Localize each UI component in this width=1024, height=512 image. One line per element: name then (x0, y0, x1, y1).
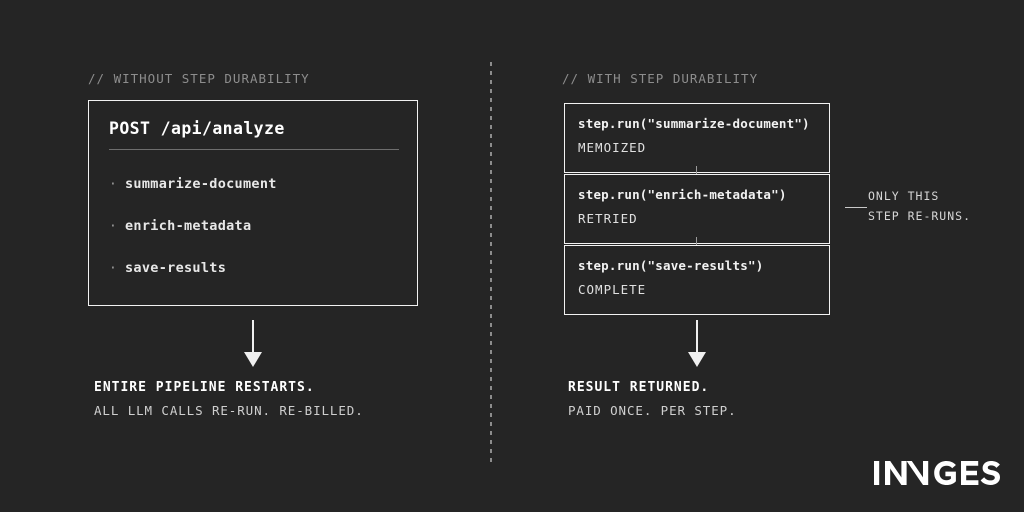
arrow-head (244, 352, 262, 367)
right-outcome-caption: RESULT RETURNED. PAID ONCE. PER STEP. (568, 380, 737, 418)
caption-headline: ENTIRE PIPELINE RESTARTS. (94, 380, 315, 395)
list-item: · save-results (109, 247, 399, 289)
step-call-label: step.run("summarize-document") (578, 116, 810, 131)
left-outcome-caption: ENTIRE PIPELINE RESTARTS. ALL LLM CALLS … (94, 380, 364, 418)
list-item-label: save-results (125, 260, 227, 276)
dotted-divider (490, 62, 492, 462)
down-arrow-icon (685, 320, 709, 368)
step-box-save-results: step.run("save-results") COMPLETE (564, 245, 830, 315)
status-badge: COMPLETE (578, 282, 647, 297)
monolith-request-box: POST /api/analyze · summarize-document ·… (88, 100, 418, 306)
step-connector (696, 237, 698, 245)
inngest-logo (874, 458, 1000, 488)
bullet-dot-icon: · (109, 176, 117, 192)
monolith-title-divider (109, 149, 399, 150)
callout-line-2: STEP RE-RUNS. (868, 209, 972, 223)
status-badge: RETRIED (578, 211, 638, 226)
list-item-label: enrich-metadata (125, 218, 252, 234)
right-section-comment: // WITH STEP DURABILITY (562, 71, 759, 86)
step-box-enrich-metadata: step.run("enrich-metadata") RETRIED (564, 174, 830, 244)
callout-line-1: ONLY THIS (868, 189, 940, 203)
monolith-title: POST /api/analyze (109, 119, 285, 138)
callout-leader-line (845, 207, 867, 209)
arrow-shaft (252, 320, 254, 354)
step-call-label: step.run("enrich-metadata") (578, 187, 787, 202)
list-item-label: summarize-document (125, 176, 277, 192)
step-connector (696, 166, 698, 174)
monolith-step-list: · summarize-document · enrich-metadata ·… (109, 163, 399, 289)
list-item: · summarize-document (109, 163, 399, 205)
list-item: · enrich-metadata (109, 205, 399, 247)
arrow-shaft (696, 320, 698, 354)
caption-subline: ALL LLM CALLS RE-RUN. RE-BILLED. (94, 403, 364, 418)
callout-annotation: ONLY THIS STEP RE-RUNS. (868, 186, 971, 226)
caption-headline: RESULT RETURNED. (568, 380, 710, 395)
bullet-dot-icon: · (109, 260, 117, 276)
bullet-dot-icon: · (109, 218, 117, 234)
step-box-summarize-document: step.run("summarize-document") MEMOIZED (564, 103, 830, 173)
down-arrow-icon (241, 320, 265, 368)
left-section-comment: // WITHOUT STEP DURABILITY (88, 71, 310, 86)
status-badge: MEMOIZED (578, 140, 647, 155)
step-call-label: step.run("save-results") (578, 258, 764, 273)
arrow-head (688, 352, 706, 367)
caption-subline: PAID ONCE. PER STEP. (568, 403, 737, 418)
